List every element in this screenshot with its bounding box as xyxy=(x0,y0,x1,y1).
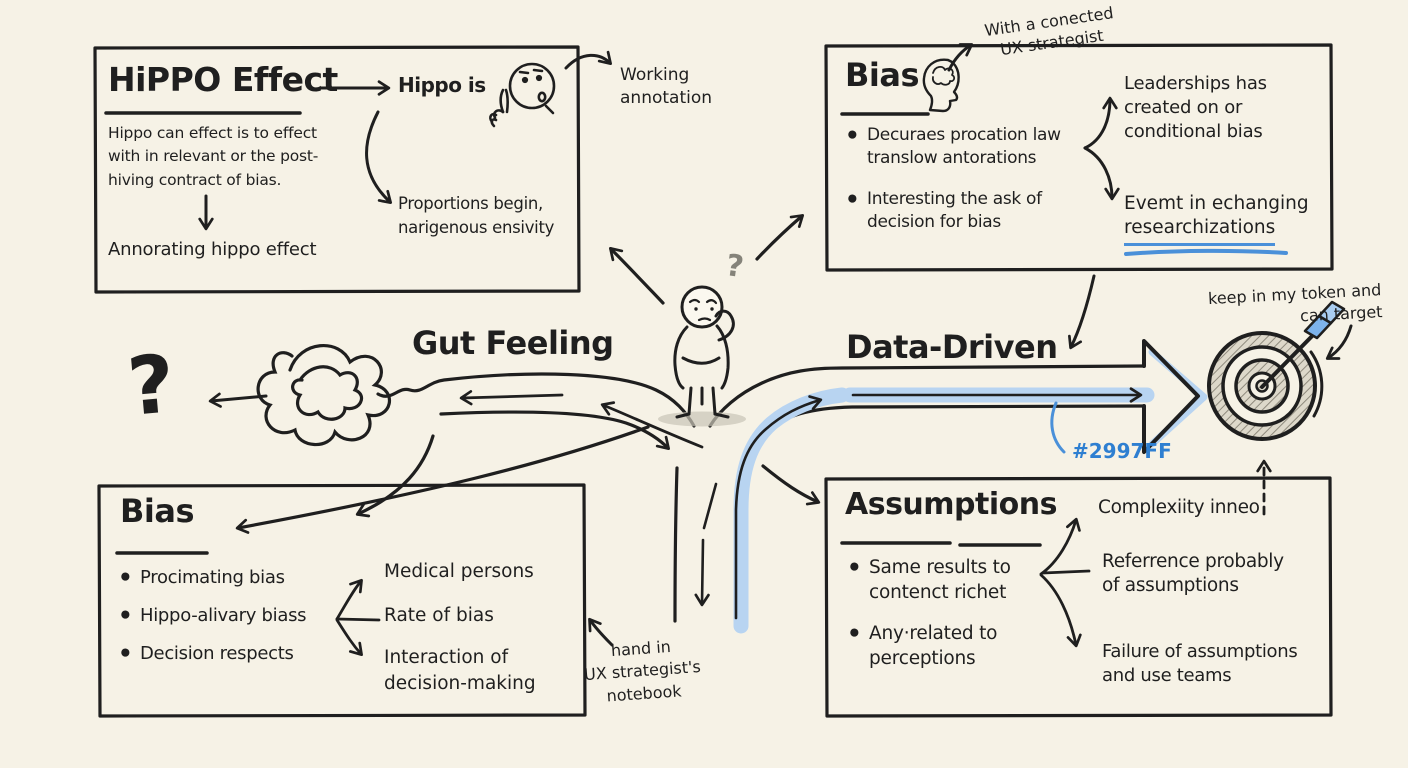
arrow-up-left-to-hippo xyxy=(609,247,665,305)
assumptions-title-underline xyxy=(840,541,1042,547)
branch2-underlined-word: researchizations xyxy=(1124,216,1276,246)
arrow-tangle-to-question xyxy=(208,392,268,408)
bias-bottom-branch-2: Rate of bias xyxy=(384,605,494,626)
assumptions-branch-1: Complexiity inneo xyxy=(1098,497,1260,518)
pondering-face-icon xyxy=(489,62,556,128)
bias-bottom-box-title: Bias xyxy=(120,492,195,530)
assumptions-box-title: Assumptions xyxy=(845,487,1057,522)
arrow-road-to-assumptions xyxy=(761,464,821,506)
fork-assumptions-lower xyxy=(1039,573,1082,648)
assumptions-arrows xyxy=(761,459,1272,648)
road-left-top-edge xyxy=(376,372,696,428)
hippo-box-arrows xyxy=(198,50,612,231)
assumptions-bullet-1: Same results to contenct richet xyxy=(845,553,1011,606)
dartboard-target-icon xyxy=(1207,300,1346,441)
bias-bottom-branch-1: Medical persons xyxy=(384,561,534,582)
branch2-line1: Evemt in echanging xyxy=(1124,193,1309,214)
dart-shaft xyxy=(1260,325,1323,389)
bias-bottom-bullet-3: Decision respects xyxy=(116,639,294,669)
color-code-callout-curve xyxy=(1050,401,1066,454)
dart-fletching-2 xyxy=(1317,300,1346,325)
arrow-swoop-to-bias-title xyxy=(235,425,650,534)
bias-bottom-bullet-2: Hippo-alivary biass xyxy=(116,601,307,631)
bias-top-bullet-2: Interesting the ask of decision for bias xyxy=(843,185,1042,234)
road-center-left-edge xyxy=(673,466,679,623)
fork-bias-top-lower xyxy=(1083,146,1120,201)
brain-head-icon xyxy=(922,58,960,113)
hippo-box-title: HiPPO Effect xyxy=(108,60,338,99)
assumptions-box-border xyxy=(824,476,1333,718)
arrow-center-down xyxy=(694,538,710,607)
arrow-left-straight xyxy=(459,390,564,406)
researchizations-blue-underline xyxy=(1124,248,1288,256)
thinking-person-icon xyxy=(658,285,746,427)
fork-assumptions-upper xyxy=(1039,517,1081,576)
bias-bottom-branch-3: Interaction of decision-making xyxy=(384,647,536,694)
box-outlines xyxy=(93,43,1334,718)
color-code-label: #2997FF xyxy=(1072,439,1172,463)
bias-bottom-bullet-1: Procimating bias xyxy=(116,563,285,593)
notebook-annotation: hand in UX strategist's notebook xyxy=(583,636,702,706)
bias-bottom-box-border xyxy=(97,483,587,718)
title-underlines xyxy=(104,111,1042,555)
fork-bias-bottom-middle xyxy=(335,617,381,622)
thinker-arrows xyxy=(609,214,805,305)
bias-bottom-arrows xyxy=(235,425,650,657)
bias-top-box-title: Bias xyxy=(845,56,920,94)
arrow-left-curved xyxy=(600,401,704,449)
fork-bias-bottom-lower xyxy=(335,618,363,657)
bias-top-branch-1: Leaderships has created on or conditiona… xyxy=(1124,73,1267,142)
arrow-inside-blue-curve xyxy=(734,395,823,620)
fork-road xyxy=(376,339,1208,634)
big-question-mark: ? xyxy=(123,337,178,434)
hippo-box-note: Annorating hippo effect xyxy=(108,239,317,260)
arrow-swoop-short xyxy=(355,434,435,518)
hippo-aside-label: Hippo is xyxy=(398,73,486,97)
arrow-up-right-to-bias xyxy=(755,214,805,261)
hippo-box-body: Hippo can effect is to effect with in re… xyxy=(108,124,319,189)
bias-top-box-border xyxy=(824,43,1334,272)
fork-assumptions-middle xyxy=(1041,569,1091,575)
fork-bias-bottom-upper xyxy=(335,578,363,621)
road-center-divider xyxy=(702,482,718,530)
arrow-to-ux-callout xyxy=(947,43,974,72)
assumptions-branch-3: Failure of assumptions and use teams xyxy=(1102,641,1298,686)
working-annotation: Working annotation xyxy=(620,65,713,108)
arrow-biasbox-to-datadriven xyxy=(1068,274,1096,350)
road-left-bottom-edge xyxy=(439,410,670,450)
fork-bias-top-upper xyxy=(1083,96,1118,150)
arrow-notebook-note xyxy=(588,617,614,647)
bias-top-bullet-1: Decuraes procation law translow antorati… xyxy=(843,121,1061,170)
bias-top-arrows xyxy=(947,43,1120,350)
assumptions-branch-2: Referrence probably of assumptions xyxy=(1102,551,1284,597)
data-driven-label: Data-Driven xyxy=(846,328,1058,366)
arrow-target-note xyxy=(1325,324,1353,360)
arrow-face-to-working xyxy=(564,50,612,70)
tangle-scribble-icon xyxy=(256,344,392,447)
arrow-s-curve-to-proportions xyxy=(365,110,393,204)
hippo-box-branch: Proportions begin, narigenous ensivity xyxy=(398,194,555,237)
road-right-top-edge xyxy=(708,364,1146,428)
gut-feeling-label: Gut Feeling xyxy=(412,324,614,362)
big-arrowhead-outline xyxy=(1142,339,1200,454)
hippo-box-border xyxy=(93,45,581,294)
assumptions-bullet-2: Any·related to perceptions xyxy=(845,619,998,672)
